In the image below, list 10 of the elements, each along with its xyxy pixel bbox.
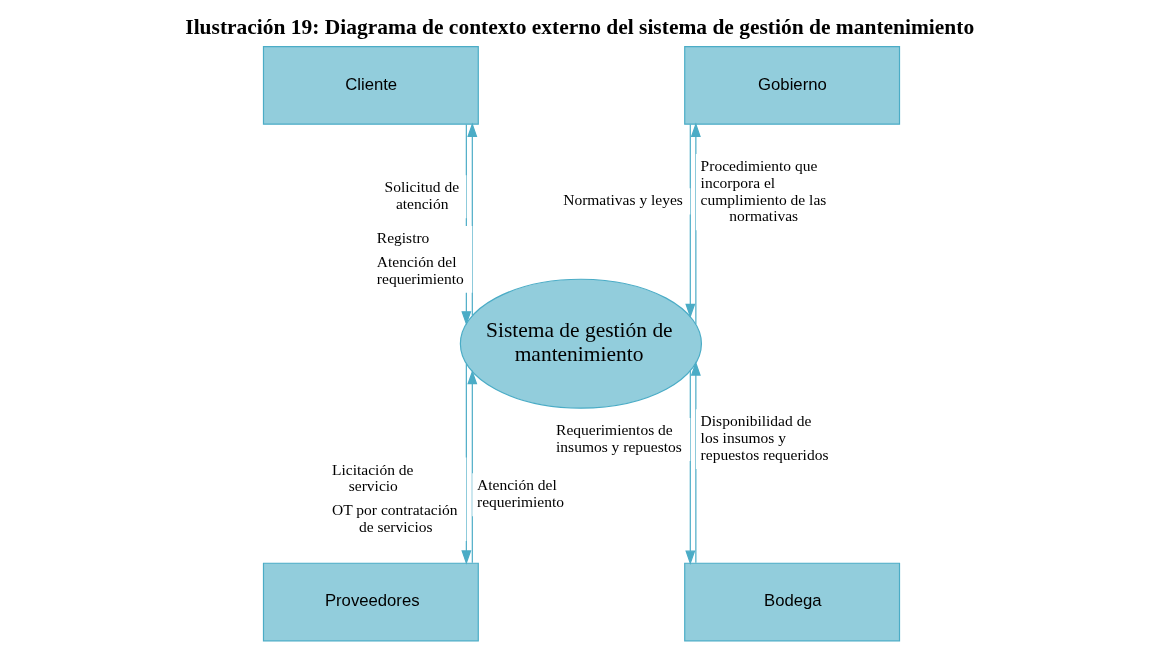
edge-label: Atención del requerimiento — [476, 476, 564, 511]
edge-label: Normativas y leyes — [562, 191, 683, 209]
edge-label: Registro — [376, 229, 429, 247]
edge-label: Solicitud de atención — [384, 178, 459, 213]
edge-label: OT por contratación de servicios — [331, 501, 457, 535]
edge-label: Licitación de servicio — [331, 460, 413, 495]
diagram-title: Ilustración 19: Diagrama de contexto externo del sistema de gestión de mantenimiento — [184, 14, 974, 39]
edge-label: Requerimientos de insumos y repuestos — [555, 421, 682, 455]
edge-label: Disponibilidad de los insumos y repuestos requeridos — [700, 412, 828, 463]
edge-label: Procedimiento que incorpora el cumplimiento de las normativas — [700, 157, 826, 225]
